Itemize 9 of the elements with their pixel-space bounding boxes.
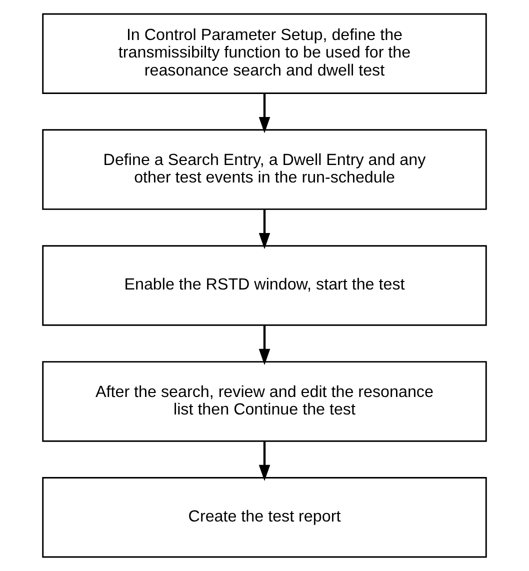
arrow bbox=[258, 93, 270, 134]
node-box: After the search, review and edit the resonance list then Continue the test bbox=[42, 361, 487, 442]
node-box: In Control Parameter Setup, define the transmissibilty function to be used for the reasonance search and dwell test bbox=[42, 13, 487, 94]
node-box: Enable the RSTD window, start the test bbox=[42, 245, 487, 326]
arrow bbox=[258, 325, 270, 366]
node-box: Define a Search Entry, a Dwell Entry and any other test events in the run-schedule bbox=[42, 129, 487, 210]
node-box: Create the test report bbox=[42, 477, 487, 558]
arrow bbox=[258, 209, 270, 250]
arrow bbox=[258, 441, 270, 482]
